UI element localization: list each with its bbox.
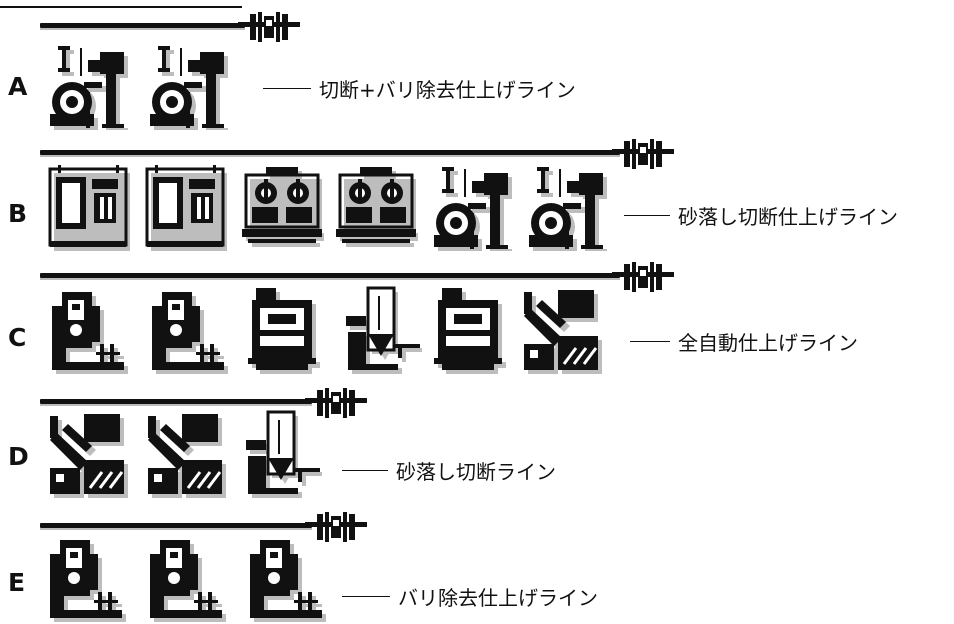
cutting-machine-icon xyxy=(529,167,607,251)
coupler-icon xyxy=(305,512,367,542)
vertical-cutter-icon xyxy=(346,286,422,374)
cutting-machine-icon xyxy=(434,167,512,251)
line-label: 砂落し切断仕上げライン xyxy=(678,205,898,229)
top-rule xyxy=(0,6,242,8)
caption-leader xyxy=(624,215,670,216)
line-caption: 砂落し切断ライン xyxy=(342,456,556,485)
line-caption: 切断+バリ除去仕上げライン xyxy=(263,74,576,103)
deburring-machine-icon xyxy=(52,292,128,374)
press-station-icon xyxy=(248,288,320,374)
line-letter: E xyxy=(8,568,26,597)
coupler-icon xyxy=(238,12,300,42)
coupler-icon xyxy=(612,139,674,169)
line-caption: 全自動仕上げライン xyxy=(630,327,858,356)
line-caption: バリ除去仕上げライン xyxy=(342,582,598,611)
cutting-machine-icon xyxy=(50,46,128,130)
conveyor-rail xyxy=(40,150,620,157)
deburring-machine-icon xyxy=(150,540,226,622)
line-label: 砂落し切断ライン xyxy=(396,460,556,484)
robot-arm-cell-icon xyxy=(524,290,602,374)
deburring-machine-icon xyxy=(50,540,126,622)
line-letter: D xyxy=(8,442,29,471)
line-label: 全自動仕上げライン xyxy=(678,331,858,355)
conveyor-rail xyxy=(40,399,312,406)
press-station-icon xyxy=(434,288,506,374)
conveyor-rail xyxy=(40,23,245,30)
coupler-icon xyxy=(612,262,674,292)
line-letter: C xyxy=(8,323,27,352)
sand-removal-cabinet-icon xyxy=(48,165,130,251)
line-caption: 砂落し切断仕上げライン xyxy=(624,201,898,230)
conveyor-rail xyxy=(40,523,312,530)
line-label: バリ除去仕上げライン xyxy=(398,586,598,610)
conveyor-rail xyxy=(40,273,620,280)
line-letter: A xyxy=(8,72,28,101)
robot-arm-cell-icon xyxy=(148,414,226,498)
coupler-icon xyxy=(305,388,367,418)
caption-leader xyxy=(630,341,670,342)
line-letter: B xyxy=(8,199,28,228)
twin-spindle-station-icon xyxy=(242,167,324,247)
line-label: 切断+バリ除去仕上げライン xyxy=(319,78,576,102)
caption-leader xyxy=(342,470,388,471)
deburring-machine-icon xyxy=(152,292,228,374)
robot-arm-cell-icon xyxy=(50,414,128,498)
caption-leader xyxy=(263,88,311,89)
caption-leader xyxy=(342,596,390,597)
cutting-machine-icon xyxy=(150,46,228,130)
twin-spindle-station-icon xyxy=(336,167,418,247)
vertical-cutter-icon xyxy=(246,410,322,498)
sand-removal-cabinet-icon xyxy=(145,165,227,251)
deburring-machine-icon xyxy=(250,540,326,622)
